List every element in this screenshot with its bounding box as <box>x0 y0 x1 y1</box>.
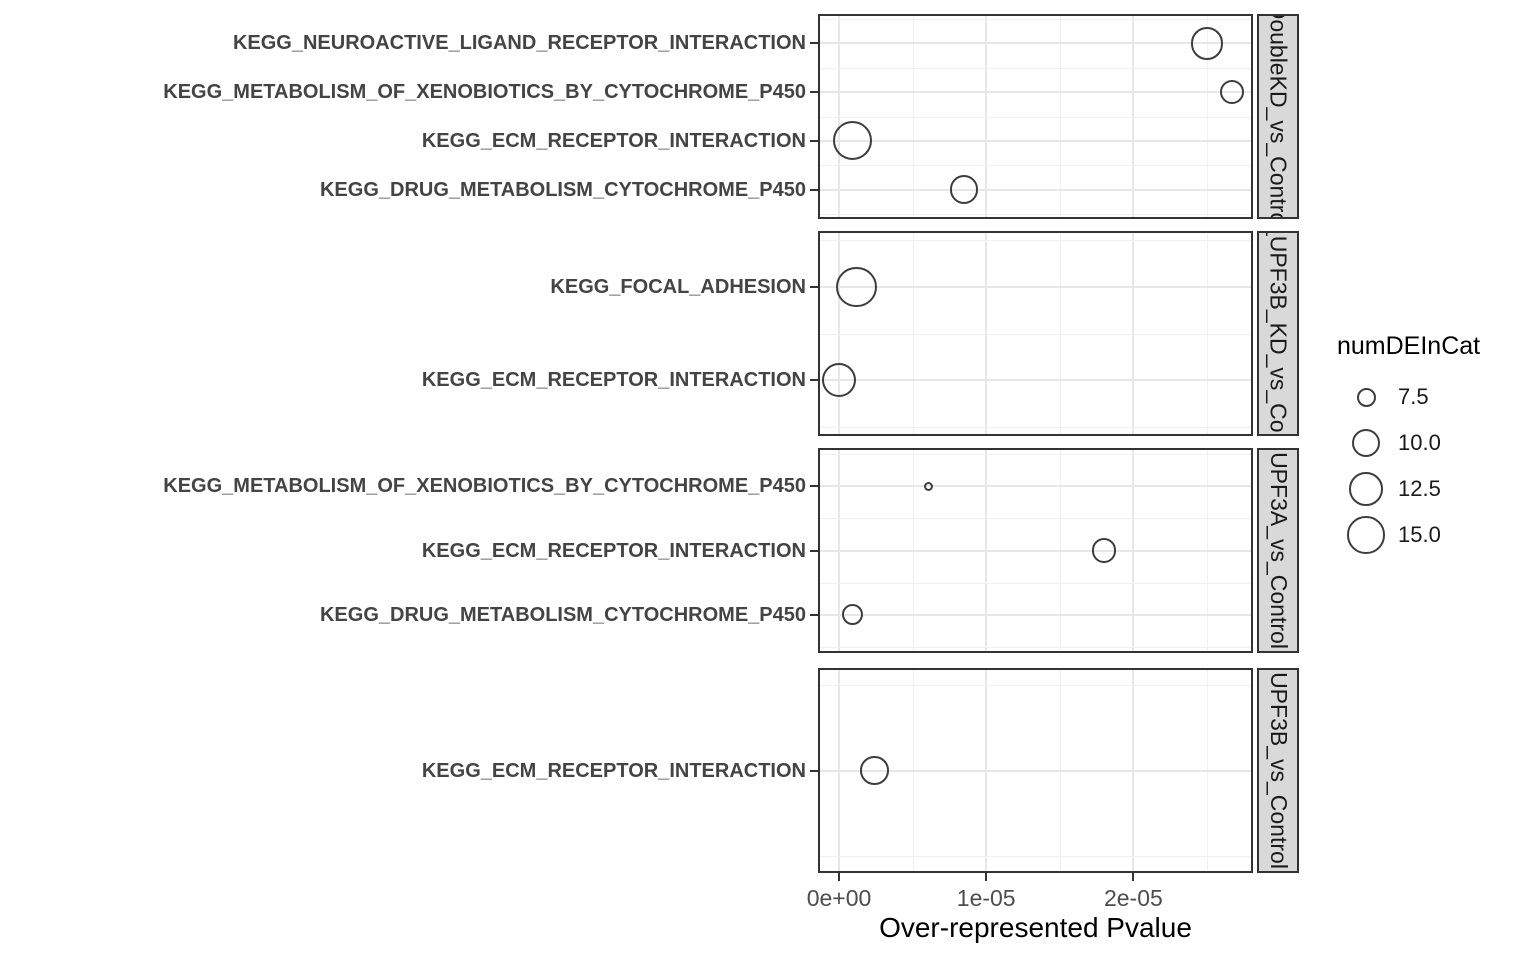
data-point <box>949 175 979 204</box>
facet-strip: UPF3B_vs_Control <box>1257 668 1299 873</box>
y-axis-label: KEGG_DRUG_METABOLISM_CYTOCHROME_P450 <box>319 603 806 626</box>
y-tick-mark <box>810 42 818 45</box>
data-point <box>924 481 934 492</box>
y-axis-label: KEGG_METABOLISM_OF_XENOBIOTICS_BY_CYTOCH… <box>163 475 806 498</box>
y-tick-mark <box>810 91 818 94</box>
data-point <box>1190 26 1224 60</box>
y-tick-mark <box>810 285 818 288</box>
y-axis-label: KEGG_ECM_RECEPTOR_INTERACTION <box>421 369 806 392</box>
gridline-minor-h <box>820 165 1251 167</box>
facet-strip: UPF3A_vs_Control <box>1257 448 1299 653</box>
gridline-major-h <box>820 549 1251 552</box>
gridline-minor-h <box>820 116 1251 118</box>
y-tick-mark <box>810 769 818 772</box>
facet-strip-label: OE_UPF3B_KD_vs_Control <box>1265 231 1292 436</box>
y-axis-label: KEGG_DRUG_METABOLISM_CYTOCHROME_P450 <box>319 178 806 201</box>
gridline-minor-h <box>820 582 1251 584</box>
data-point <box>1219 79 1245 105</box>
facet-strip-label: DoubleKD_vs_Control <box>1265 14 1292 219</box>
x-axis-title: Over-represented Pvalue <box>879 912 1192 943</box>
gridline-minor-h <box>820 685 1251 687</box>
data-point <box>836 266 877 308</box>
x-tick-mark <box>985 873 988 881</box>
x-tick-mark <box>838 873 840 881</box>
gridline-minor-h <box>820 426 1251 428</box>
data-point <box>821 362 857 398</box>
gridline-minor-h <box>820 518 1251 520</box>
y-tick-mark <box>810 613 818 616</box>
data-point <box>1091 538 1117 563</box>
data-point <box>832 121 872 161</box>
y-tick-mark <box>810 139 818 142</box>
gridline-major-h <box>820 379 1251 382</box>
gridline-minor-h <box>820 67 1251 69</box>
legend-title: numDEInCat <box>1337 332 1481 360</box>
x-tick-mark <box>1132 873 1135 881</box>
legend-key-label: 15.0 <box>1398 522 1441 547</box>
facet-strip-label: UPF3B_vs_Control <box>1265 672 1292 869</box>
x-tick-label: 0e+00 <box>806 885 872 911</box>
gridline-major-h <box>820 285 1251 288</box>
x-tick-label: 1e-05 <box>956 885 1016 911</box>
y-tick-mark <box>810 485 818 488</box>
legend-key-circle <box>1349 472 1383 506</box>
data-point <box>860 756 889 785</box>
y-tick-mark <box>810 549 818 552</box>
gridline-major-h <box>820 139 1251 142</box>
gridline-minor-h <box>820 240 1251 242</box>
legend-key-label: 12.5 <box>1398 476 1441 501</box>
legend-key-circle <box>1351 428 1381 458</box>
facet-strip: DoubleKD_vs_Control <box>1257 14 1299 219</box>
facet-strip: OE_UPF3B_KD_vs_Control <box>1257 231 1299 436</box>
y-tick-mark <box>810 188 818 191</box>
y-axis-label: KEGG_ECM_RECEPTOR_INTERACTION <box>421 539 806 562</box>
data-point <box>841 604 863 625</box>
gridline-minor-h <box>820 646 1251 648</box>
y-axis-label: KEGG_NEUROACTIVE_LIGAND_RECEPTOR_INTERAC… <box>232 32 806 55</box>
gridline-major-h <box>820 613 1251 616</box>
gridline-major-h <box>820 42 1251 45</box>
legend-key-circle <box>1347 516 1385 554</box>
y-axis-label: KEGG_FOCAL_ADHESION <box>550 275 806 298</box>
facet-strip-label: UPF3A_vs_Control <box>1265 452 1292 649</box>
legend-key-circle <box>1356 387 1376 407</box>
gridline-major-h <box>820 485 1251 488</box>
gridline-minor-h <box>820 454 1251 456</box>
legend-key-label: 10.0 <box>1398 430 1441 455</box>
legend-key-label: 7.5 <box>1398 384 1429 409</box>
gridline-major-h <box>820 91 1251 94</box>
x-tick-label: 2e-05 <box>1103 885 1163 911</box>
gridline-minor-h <box>820 855 1251 857</box>
gridline-minor-h <box>820 18 1251 20</box>
gridline-major-h <box>820 188 1251 191</box>
y-tick-mark <box>810 379 818 382</box>
gridline-major-h <box>820 769 1251 772</box>
y-axis-label: KEGG_ECM_RECEPTOR_INTERACTION <box>421 129 806 152</box>
gridline-minor-h <box>820 214 1251 216</box>
y-axis-label: KEGG_ECM_RECEPTOR_INTERACTION <box>421 759 806 782</box>
y-axis-label: KEGG_METABOLISM_OF_XENOBIOTICS_BY_CYTOCH… <box>163 81 806 104</box>
gridline-minor-h <box>820 333 1251 335</box>
